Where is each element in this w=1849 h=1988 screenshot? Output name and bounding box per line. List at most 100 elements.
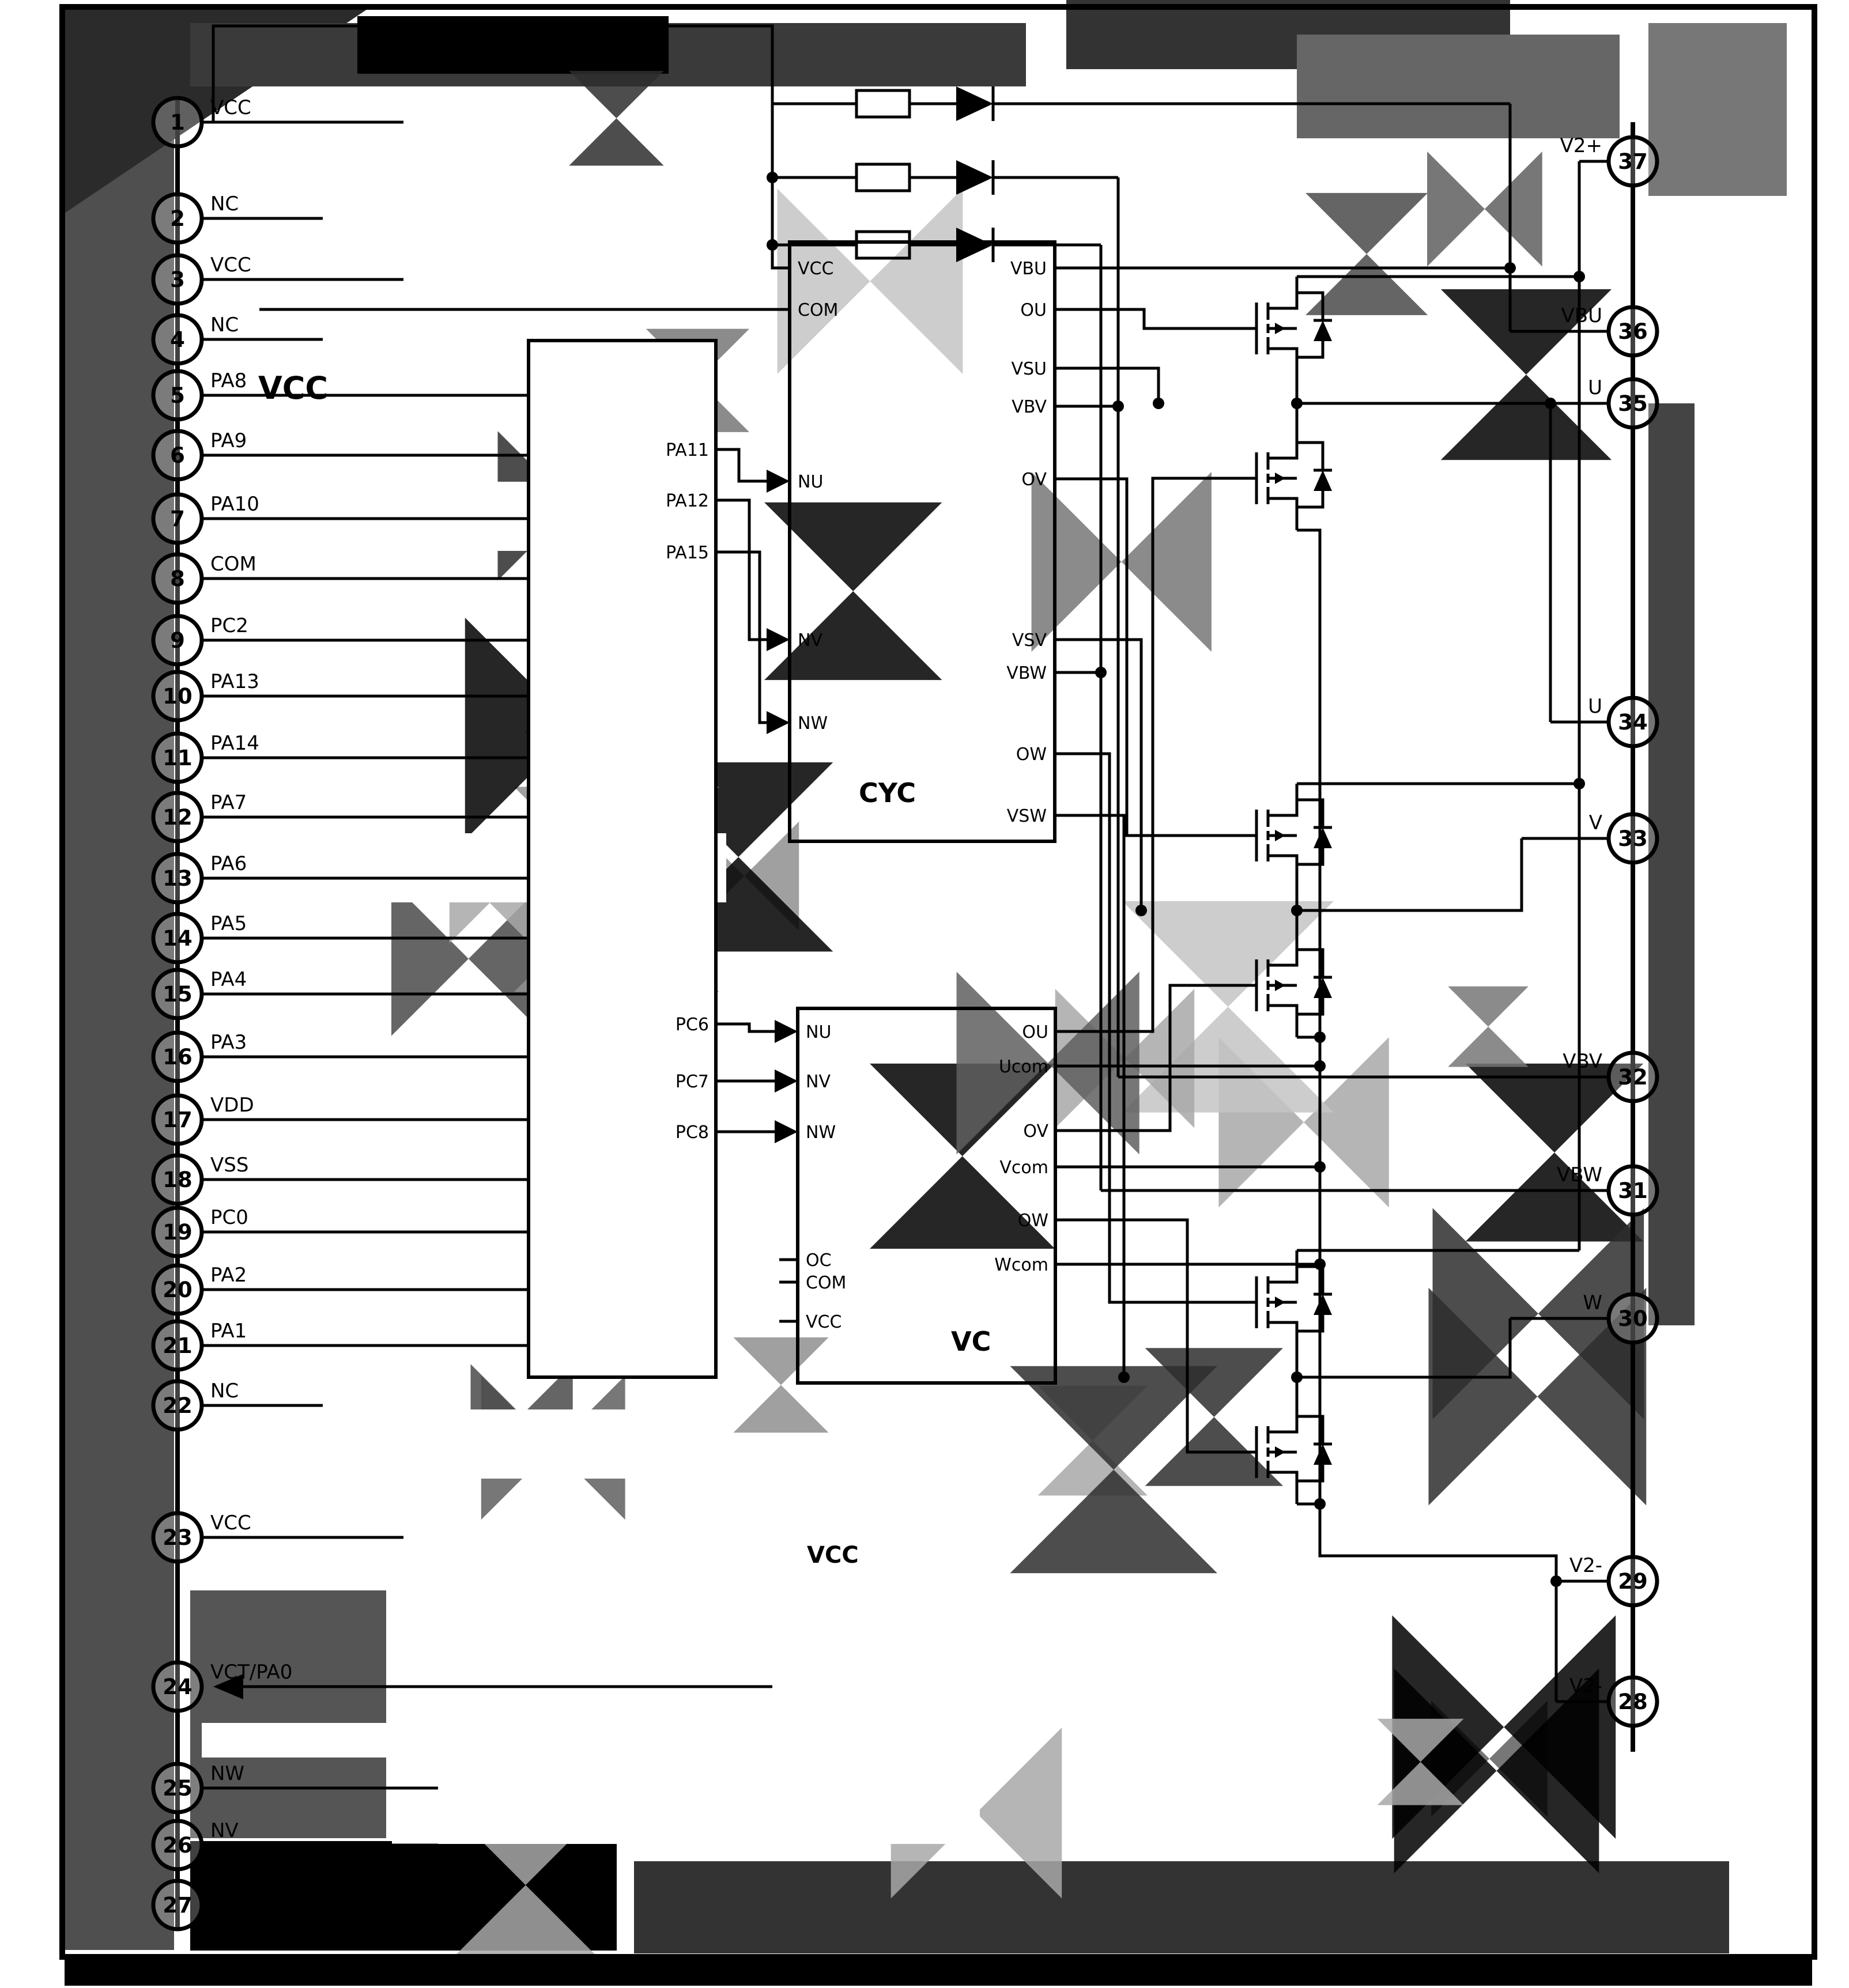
pin-circle [151, 313, 204, 366]
driver-pin-label: OW [1016, 744, 1047, 765]
pin-number: 14 [163, 926, 193, 951]
junction-dot [1291, 1371, 1303, 1383]
pin-circle [1606, 135, 1659, 188]
pin-circle [1606, 1164, 1659, 1217]
nfet-w-low [1228, 1400, 1332, 1504]
net-label: V2+ [1560, 134, 1602, 157]
sheet-bottom-band [65, 1958, 1812, 1986]
junction-dot [1314, 1031, 1326, 1043]
net-label: V [1589, 811, 1602, 834]
corruption-artifact [1377, 1718, 1464, 1805]
pin-number: 33 [1618, 826, 1648, 851]
junction-dot [1118, 1371, 1130, 1383]
driver-pin-label: VSV [1012, 630, 1047, 651]
junction-dot [1314, 1060, 1326, 1072]
driver-block-pins: VCCCOMNUNVNWVBUOUVSUVBVOVVSVVBWOWVSWNUNV… [798, 259, 1048, 1332]
pin-number: 7 [170, 507, 185, 531]
driver-pin-label: VBU [1010, 259, 1047, 279]
junction-dot [1314, 1161, 1326, 1173]
mcu-block [527, 339, 718, 1379]
junction-dot [767, 172, 778, 183]
corruption-artifact [1440, 289, 1612, 460]
net-label: PA2 [210, 1264, 247, 1287]
corruption-artifact [1648, 23, 1787, 196]
corruption-artifact [643, 762, 833, 952]
pin-circle [151, 429, 204, 482]
driver-pin-label: NU [798, 472, 823, 492]
pin-circle [151, 1093, 204, 1146]
driver-pin-label: Ucom [999, 1057, 1048, 1077]
right-pin-34: 34U [1550, 695, 1659, 749]
low-side-driver-block [796, 1007, 1057, 1385]
right-pin-35: 35U [1297, 376, 1659, 430]
driver-pin-label: NV [806, 1072, 831, 1092]
pin-circle [151, 1379, 204, 1432]
net-label: PA13 [210, 670, 259, 693]
pin-number: 22 [163, 1393, 193, 1418]
mcu-pin-label: PA15 [666, 543, 709, 563]
driver-pin-label: OU [1022, 1022, 1048, 1042]
driver-pin-label: OU [1020, 300, 1047, 320]
driver-pin-label: NV [798, 630, 822, 651]
signal-wire [716, 550, 790, 734]
net-label: PA3 [210, 1031, 247, 1054]
pin-circle [151, 852, 204, 905]
bootstrap-resistor [855, 162, 911, 192]
pin-number: 28 [1618, 1690, 1648, 1714]
net-label: VBV [1563, 1050, 1602, 1073]
pin-number: 5 [170, 383, 185, 408]
bootstrap-resistors [855, 89, 911, 260]
pin-number: 23 [163, 1525, 193, 1550]
driver-pin-label: VCC [806, 1312, 842, 1332]
net-label: PC2 [210, 614, 248, 637]
corruption-artifact [1648, 403, 1695, 1325]
pin-circle [151, 96, 204, 149]
pin-number: 4 [170, 327, 185, 352]
corruption-artifact [1448, 986, 1529, 1067]
net-label: PA8 [210, 369, 247, 392]
net-label: VBW [1557, 1163, 1602, 1186]
pin-circle [151, 492, 204, 545]
net-label: NC [210, 192, 239, 216]
net-label: V2- [1569, 1554, 1602, 1577]
pin-circle [151, 1819, 204, 1872]
driver-pin-label: NW [798, 713, 828, 734]
pin-number: 12 [163, 805, 193, 830]
net-label: VBU [1561, 304, 1602, 327]
net-label: PA4 [210, 968, 247, 991]
driver-pin-label: VSW [1007, 806, 1047, 826]
net-label: PA6 [210, 852, 247, 875]
corruption-artifact [1427, 151, 1542, 267]
net-label: NC [210, 1879, 239, 1902]
net-label: NC [210, 1379, 239, 1403]
pin-number: 19 [163, 1220, 193, 1245]
driver-pin-label: NU [806, 1022, 831, 1042]
signal-wire [716, 1020, 798, 1043]
corruption-artifact [956, 972, 1139, 1155]
corruption-artifact [569, 71, 664, 166]
corruption-artifact [764, 502, 942, 681]
pin-circle [151, 731, 204, 784]
pin-circle [151, 791, 204, 844]
corruption-artifact [777, 188, 963, 375]
junction-dot [1095, 667, 1107, 678]
net-label: VSS [210, 1154, 248, 1177]
driver-pin-label: COM [798, 300, 838, 320]
signal-wire [716, 448, 790, 493]
net-label: VCT/PA0 [210, 1661, 292, 1684]
left-pin-22: 22 NC [151, 1379, 323, 1432]
pin24-arrowhead [213, 1674, 243, 1699]
corruption-artifact [634, 1861, 1729, 1953]
pin-circle [151, 1879, 204, 1932]
net-label: PC0 [210, 1206, 248, 1229]
pin-circle [151, 614, 204, 667]
corruption-artifact [733, 1337, 829, 1433]
bootstrap-diodes [956, 86, 995, 262]
pin-number: 20 [163, 1278, 193, 1302]
pin-number: 35 [1618, 391, 1648, 416]
junction-dot [1153, 398, 1164, 409]
